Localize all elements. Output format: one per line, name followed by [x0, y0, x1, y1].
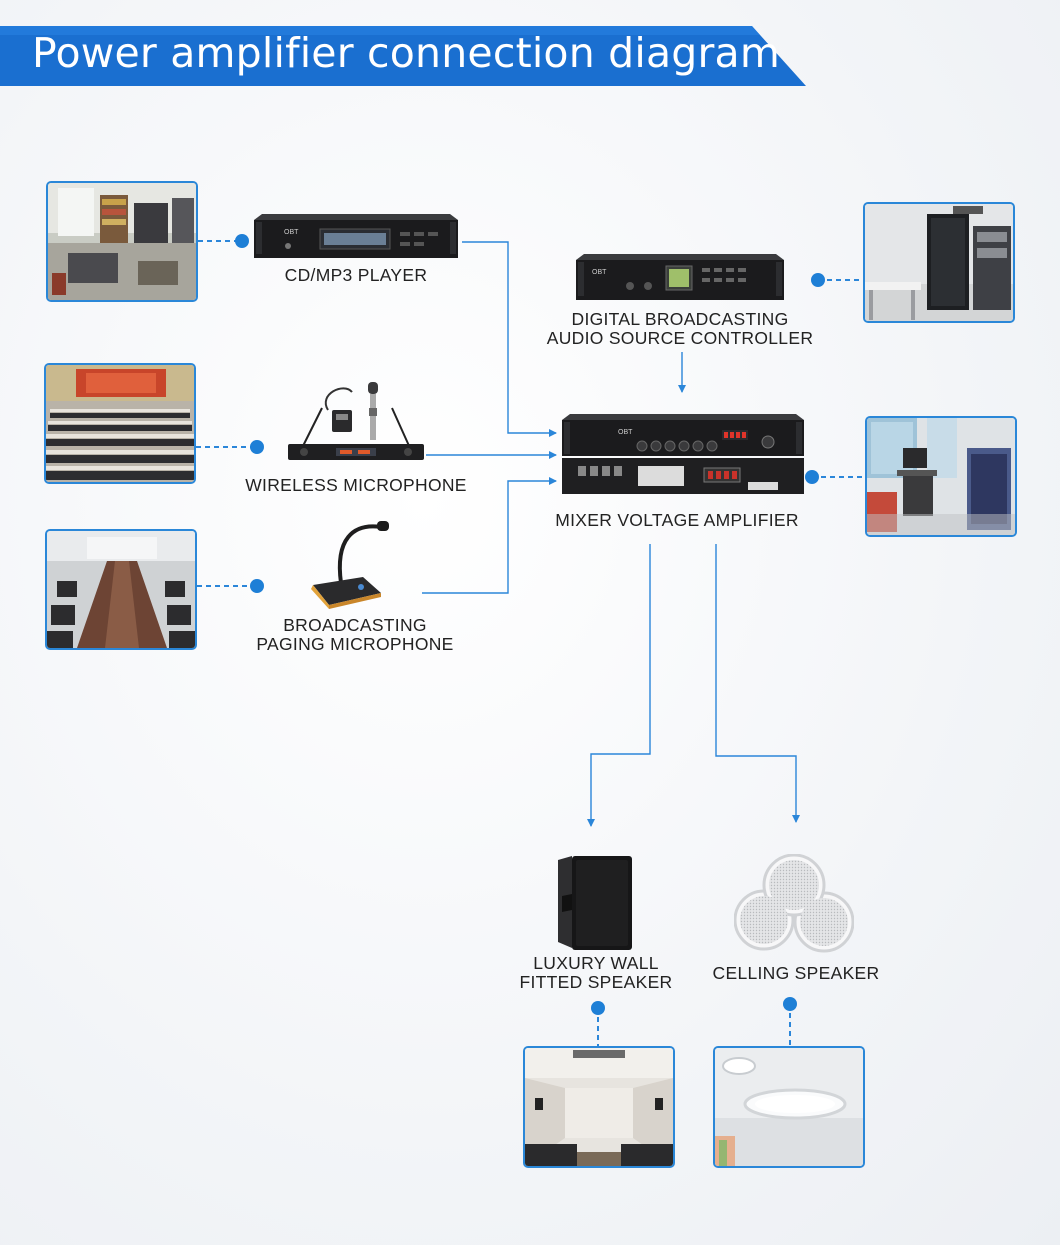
wireless-microphone-device [288, 382, 424, 460]
svg-text:OBT: OBT [592, 269, 607, 276]
paging-microphone-device [311, 521, 389, 609]
ceiling-speaker-device [734, 854, 854, 953]
mixer-amplifier-device: OBT [562, 414, 804, 494]
photo-equipment-room [863, 202, 1015, 323]
wall-speaker-label-line2: FITTED SPEAKER [519, 972, 673, 992]
photo-auditorium [523, 1046, 675, 1168]
photo-lecture-hall [44, 363, 196, 484]
amplifier-label: MIXER VOLTAGE AMPLIFIER [555, 510, 799, 530]
controller-label-line2: AUDIO SOURCE CONTROLLER [546, 328, 814, 348]
wall-speaker-device [558, 856, 632, 950]
wall-speaker-label-line1: LUXURY WALL [533, 953, 659, 973]
diagram-title: Power amplifier connection diagram [32, 29, 781, 77]
cd-mp3-player-device: OBT [254, 214, 458, 258]
wire-cd-player [462, 241, 557, 437]
wireless-microphone-label: WIRELESS MICROPHONE [245, 475, 467, 495]
photo-control-room [46, 181, 198, 302]
title-banner [0, 26, 806, 86]
paging-microphone-label-line2: PAGING MICROPHONE [256, 634, 454, 654]
svg-text:OBT: OBT [618, 429, 633, 436]
wire-paging-mic [422, 477, 557, 594]
photo-office-rack [865, 416, 1017, 537]
photo-conference-room [45, 529, 197, 650]
ceiling-speaker-label: CELLING SPEAKER [712, 963, 880, 983]
audio-source-controller-device: OBT [576, 254, 784, 300]
wire-wall-speaker [587, 544, 651, 827]
controller-label-line1: DIGITAL BROADCASTING [571, 309, 789, 329]
cd-mp3-player-label: CD/MP3 PLAYER [284, 265, 428, 285]
paging-microphone-label-line1: BROADCASTING [283, 615, 427, 635]
svg-text:OBT: OBT [284, 229, 299, 236]
photo-ceiling-lights [713, 1046, 865, 1168]
wire-ceiling-speaker [715, 544, 800, 823]
